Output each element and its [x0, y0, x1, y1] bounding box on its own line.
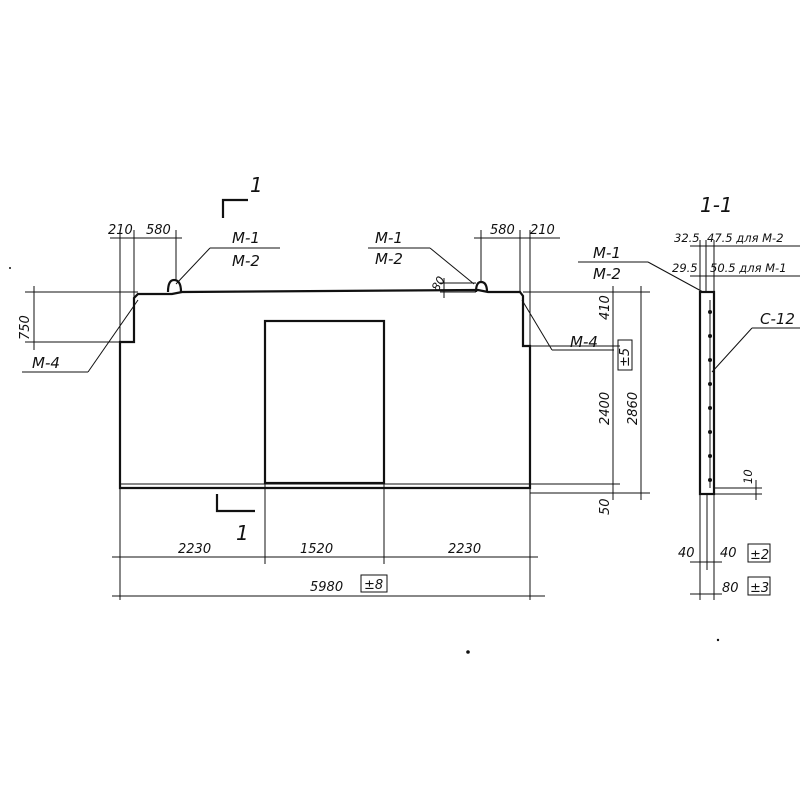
section-dim-29-5: 29.5 — [672, 261, 698, 275]
top-left-dimensions: 210 580 — [108, 223, 182, 342]
section-tolerance-2: ±2 — [750, 548, 769, 563]
section-dim-10: 10 — [741, 469, 755, 484]
small-80-dimension: 80 — [428, 274, 476, 298]
section-note-m1: 50.5 для М-1 — [710, 261, 787, 275]
dim-bottom-5980: 5980 — [310, 580, 343, 595]
dim-top-right-580: 580 — [490, 223, 515, 238]
label-m2-left: М-2 — [232, 252, 260, 270]
section-rebar — [708, 300, 712, 488]
section-dim-32-5: 32.5 — [674, 231, 700, 245]
section-marker-top: 1 — [221, 173, 263, 218]
section-dim-40-right: 40 — [720, 546, 737, 561]
dim-right-410: 410 — [598, 295, 613, 320]
leader-m4-left: М-4 — [22, 299, 139, 373]
label-m2-right: М-2 — [375, 250, 403, 268]
section-label-m2: М-2 — [593, 265, 621, 283]
bottom-dimensions: 2230 1520 2230 5980 ±8 — [112, 483, 545, 600]
section-dim-40-left: 40 — [678, 546, 695, 561]
scan-speck — [466, 650, 470, 654]
leader-m1-m2-left: М-1 М-2 — [175, 229, 280, 285]
dim-top-right-210: 210 — [530, 223, 555, 238]
section-outline — [698, 290, 716, 496]
label-m4-left: М-4 — [32, 354, 60, 372]
right-dimensions: 410 2400 2860 50 ±5 — [523, 286, 650, 515]
dim-left-750: 750 — [18, 315, 33, 340]
section-marker-top-number: 1 — [250, 173, 263, 197]
dim-bottom-2230-right: 2230 — [448, 542, 481, 557]
section-tolerance-3: ±3 — [750, 581, 769, 596]
dim-small-80: 80 — [428, 274, 447, 294]
tolerance-5: ±5 — [618, 348, 633, 367]
section-label-m1: М-1 — [593, 244, 621, 262]
dim-right-2860: 2860 — [626, 392, 641, 425]
section-marker-bottom-number: 1 — [236, 521, 249, 545]
scan-speck — [9, 267, 11, 269]
panel-outline — [118, 288, 532, 490]
dim-bottom-1520: 1520 — [300, 542, 333, 557]
dim-bottom-2230-left: 2230 — [178, 542, 211, 557]
dim-top-left-580: 580 — [146, 223, 171, 238]
left-750-dimension: 750 — [18, 286, 138, 350]
top-right-dimensions: 580 210 — [474, 223, 560, 346]
dim-right-50: 50 — [598, 498, 613, 515]
panel-opening — [263, 319, 386, 485]
dim-top-left-210: 210 — [108, 223, 133, 238]
label-m1-left: М-1 — [232, 229, 260, 247]
section-1-1: 1-1 32.5 47.5 для М-2 29.5 50.5 для М-1 … — [578, 193, 800, 600]
dim-right-2400: 2400 — [598, 392, 613, 425]
section-marker-bottom: 1 — [215, 494, 255, 545]
section-note-m2: 47.5 для М-2 — [707, 231, 784, 245]
label-c12: С-12 — [760, 310, 795, 328]
tolerance-8: ±8 — [364, 578, 383, 593]
lifting-loop-left — [166, 278, 183, 293]
leader-m1-m2-right: М-1 М-2 — [368, 229, 475, 285]
section-dim-80: 80 — [722, 581, 739, 596]
label-m1-right: М-1 — [375, 229, 403, 247]
label-m4-right: М-4 — [570, 333, 598, 351]
section-title: 1-1 — [700, 193, 733, 217]
scan-speck — [716, 638, 720, 642]
